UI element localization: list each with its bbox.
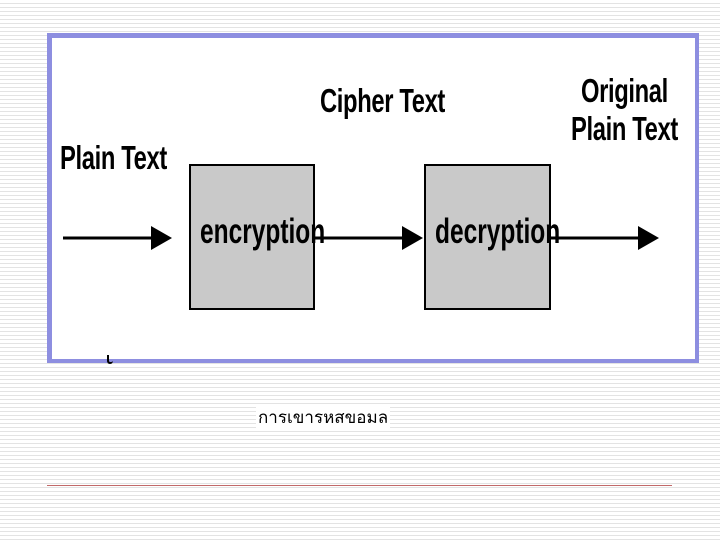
original-plain-text-label: Original Plain Text bbox=[571, 72, 678, 148]
cipher-text-label: Cipher Text bbox=[320, 82, 445, 119]
footer-divider bbox=[47, 485, 672, 486]
original-plain-text-line2: Plain Text bbox=[571, 109, 678, 147]
caption: การเขารหสขอมล bbox=[256, 404, 391, 431]
plain-text-label: Plain Text bbox=[60, 139, 167, 176]
decryption-label: decryption bbox=[435, 212, 561, 251]
bullet-glyph bbox=[107, 355, 113, 364]
diagram-frame bbox=[47, 33, 699, 363]
encryption-label: encryption bbox=[200, 212, 326, 251]
original-plain-text-line1: Original bbox=[580, 72, 668, 109]
encryption-box: encryption bbox=[189, 164, 325, 310]
decryption-box: decryption bbox=[424, 164, 560, 310]
